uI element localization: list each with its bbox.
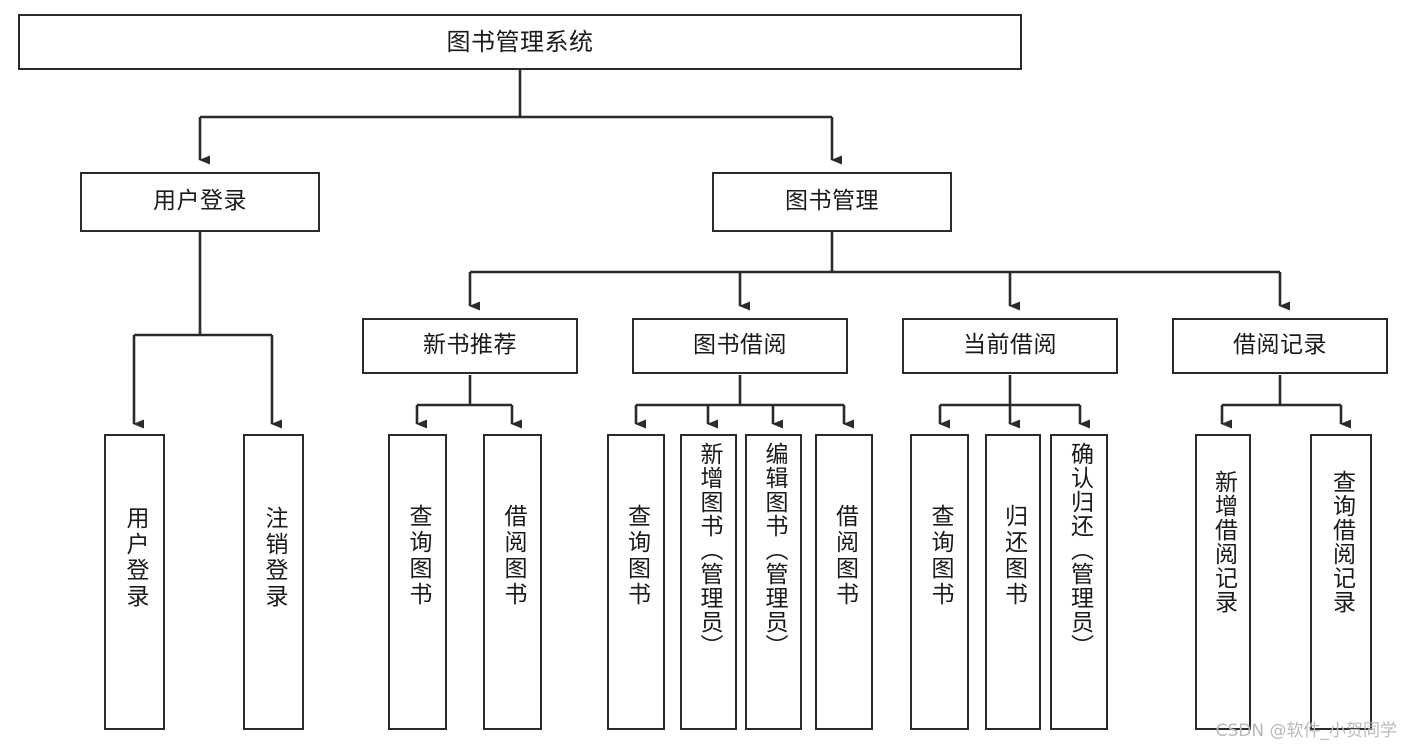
leaf-query-book-1-label: 查询图书 <box>405 504 431 608</box>
leaf-edit-book[interactable]: 编辑图书（管理员） <box>745 434 802 730</box>
leaf-user-login-label: 用户登录 <box>122 506 148 610</box>
leaf-query-book-2-label: 查询图书 <box>623 504 650 608</box>
leaf-user-login[interactable]: 用户登录 <box>104 434 165 730</box>
node-book-manage-label: 图书管理 <box>785 188 879 215</box>
leaf-add-record-label: 新增借阅记录 <box>1210 470 1237 614</box>
node-book-borrow[interactable]: 图书借阅 <box>632 318 848 374</box>
leaf-borrow-book-2-label: 借阅图书 <box>831 504 858 608</box>
node-borrow-record-label: 借阅记录 <box>1233 332 1327 359</box>
leaf-query-record[interactable]: 查询借阅记录 <box>1310 434 1372 730</box>
leaf-query-record-label: 查询借阅记录 <box>1328 470 1355 614</box>
leaf-confirm-return-label: 确认归还（管理员） <box>1066 442 1093 658</box>
node-borrow-record[interactable]: 借阅记录 <box>1172 318 1388 374</box>
leaf-borrow-book-2[interactable]: 借阅图书 <box>815 434 873 730</box>
leaf-logout-login-label: 注销登录 <box>261 506 287 610</box>
leaf-query-book-3[interactable]: 查询图书 <box>910 434 969 730</box>
leaf-return-book[interactable]: 归还图书 <box>985 434 1041 730</box>
node-new-book-recommend-label: 新书推荐 <box>423 332 517 359</box>
leaf-borrow-book-1[interactable]: 借阅图书 <box>483 434 542 730</box>
leaf-query-book-1[interactable]: 查询图书 <box>388 434 447 730</box>
leaf-logout-login[interactable]: 注销登录 <box>243 434 304 730</box>
leaf-query-book-2[interactable]: 查询图书 <box>607 434 665 730</box>
node-book-manage[interactable]: 图书管理 <box>712 172 952 232</box>
node-new-book-recommend[interactable]: 新书推荐 <box>362 318 578 374</box>
leaf-add-book-label: 新增图书（管理员） <box>696 442 722 658</box>
leaf-return-book-label: 归还图书 <box>1000 504 1027 608</box>
leaf-add-record[interactable]: 新增借阅记录 <box>1195 434 1251 730</box>
leaf-borrow-book-1-label: 借阅图书 <box>500 504 526 608</box>
node-book-borrow-label: 图书借阅 <box>693 332 787 359</box>
node-user-login[interactable]: 用户登录 <box>80 172 320 232</box>
leaf-confirm-return[interactable]: 确认归还（管理员） <box>1050 434 1108 730</box>
leaf-add-book[interactable]: 新增图书（管理员） <box>680 434 737 730</box>
node-root[interactable]: 图书管理系统 <box>18 14 1022 70</box>
watermark: CSDN @软件_小贺同学 <box>1215 721 1397 741</box>
leaf-query-book-3-label: 查询图书 <box>927 504 953 608</box>
node-current-borrow-label: 当前借阅 <box>963 332 1057 359</box>
node-user-login-label: 用户登录 <box>153 188 247 215</box>
leaf-edit-book-label: 编辑图书（管理员） <box>761 442 787 658</box>
node-root-label: 图书管理系统 <box>446 27 594 56</box>
node-current-borrow[interactable]: 当前借阅 <box>902 318 1118 374</box>
